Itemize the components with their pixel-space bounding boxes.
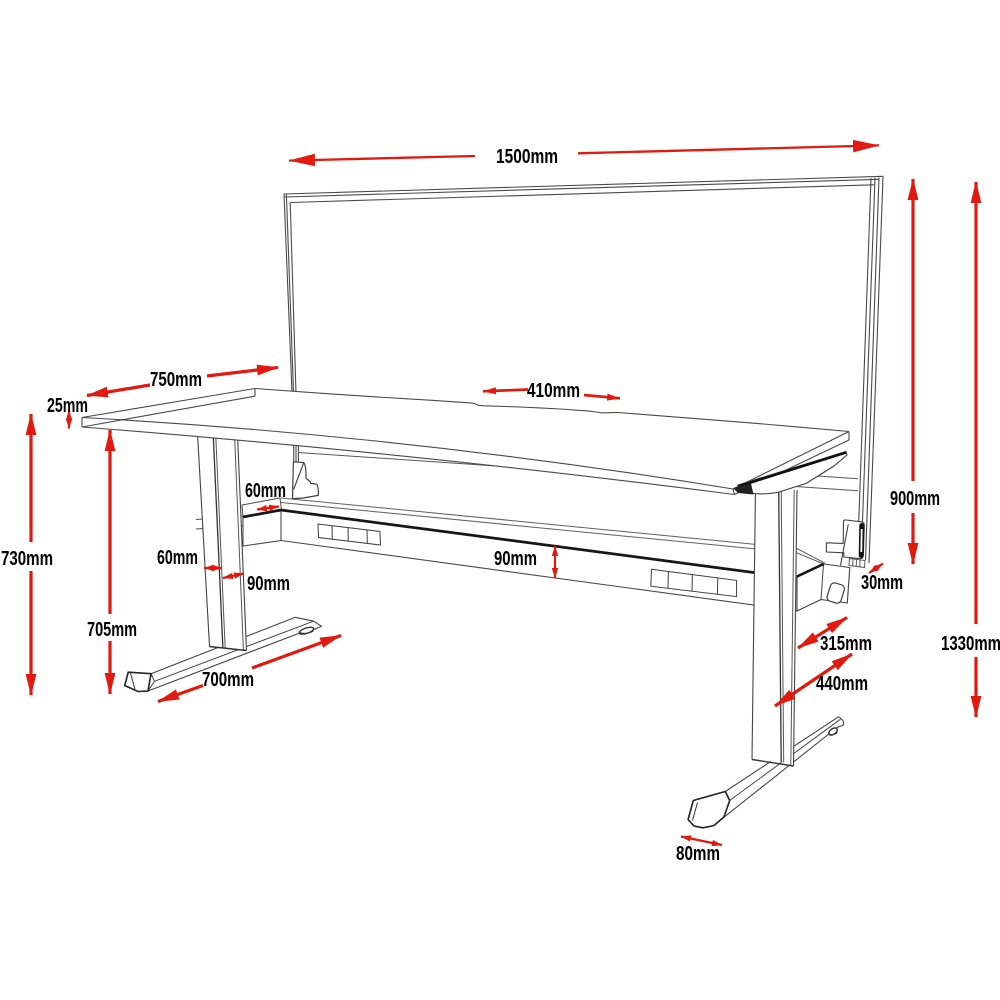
svg-text:60mm: 60mm: [245, 480, 286, 502]
svg-text:410mm: 410mm: [527, 380, 580, 402]
svg-text:80mm: 80mm: [676, 843, 720, 865]
svg-text:90mm: 90mm: [494, 548, 537, 570]
svg-text:1330mm: 1330mm: [941, 633, 1000, 655]
svg-text:25mm: 25mm: [47, 395, 88, 417]
svg-text:1500mm: 1500mm: [496, 146, 558, 168]
svg-text:315mm: 315mm: [820, 633, 872, 655]
svg-text:730mm: 730mm: [1, 548, 53, 570]
svg-text:700mm: 700mm: [202, 669, 254, 691]
svg-text:90mm: 90mm: [247, 573, 290, 595]
svg-text:60mm: 60mm: [157, 547, 198, 569]
svg-text:440mm: 440mm: [816, 673, 868, 695]
svg-text:30mm: 30mm: [861, 572, 903, 594]
svg-text:750mm: 750mm: [150, 369, 202, 391]
svg-text:705mm: 705mm: [87, 619, 137, 641]
svg-text:900mm: 900mm: [890, 488, 940, 510]
